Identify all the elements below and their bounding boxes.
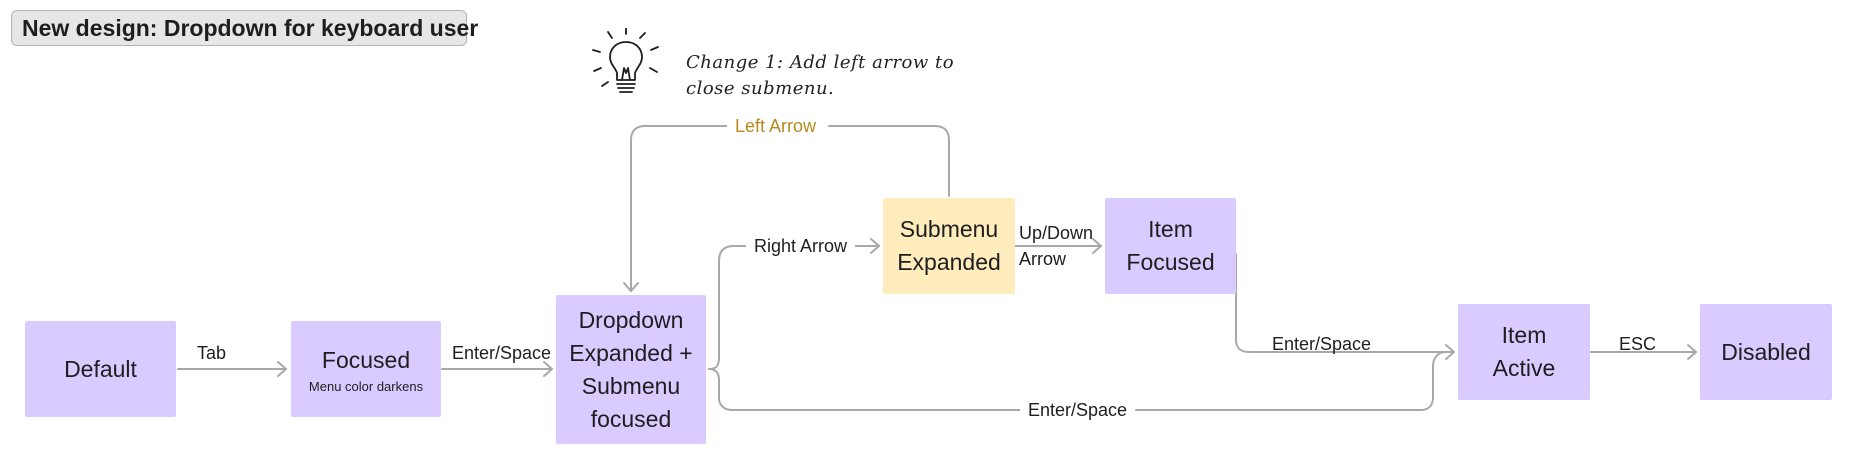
edge-right-arrow bbox=[708, 245, 748, 370]
edge-label-up-down: Up/Down Arrow bbox=[1019, 223, 1094, 269]
state-submenu-label: Submenu Expanded bbox=[897, 216, 1001, 275]
edge-label-left-arrow: Left Arrow bbox=[727, 115, 825, 137]
state-disabled: Disabled bbox=[1700, 304, 1832, 400]
diagram-title: New design: Dropdown for keyboard user bbox=[11, 10, 478, 46]
state-default: Default bbox=[25, 321, 176, 417]
edge-enter-space-2 bbox=[1235, 253, 1455, 353]
state-item-focused-label: Item Focused bbox=[1126, 216, 1215, 275]
state-default-label: Default bbox=[64, 355, 137, 382]
state-dropdown-label: Dropdown Expanded + Submenu focused bbox=[569, 306, 693, 432]
edge-label-right-arrow: Right Arrow bbox=[746, 235, 856, 257]
state-item-active-label: Item Active bbox=[1492, 322, 1556, 381]
edge-label-tab: Tab bbox=[197, 343, 227, 363]
edge-label-esc: ESC bbox=[1619, 334, 1657, 354]
edge-left-arrow bbox=[828, 125, 950, 197]
change-note: Change 1: Add left arrow to close submen… bbox=[686, 52, 955, 99]
state-item-focused: Item Focused bbox=[1105, 198, 1236, 294]
lightbulb-icon bbox=[592, 28, 659, 93]
state-focused-label: Focused bbox=[321, 346, 411, 373]
state-submenu-expanded: Submenu Expanded bbox=[883, 198, 1015, 294]
state-focused-sublabel: Menu color darkens bbox=[308, 378, 424, 394]
state-dropdown-expanded: Dropdown Expanded + Submenu focused bbox=[556, 295, 706, 444]
edge-label-enter-space-1: Enter/Space bbox=[452, 343, 552, 363]
state-focused: Focused Menu color darkens bbox=[291, 321, 441, 417]
state-item-active: Item Active bbox=[1458, 304, 1590, 400]
edge-enter-space-3 bbox=[708, 368, 1021, 411]
edge-label-enter-space-3: Enter/Space bbox=[1020, 399, 1136, 421]
edge-label-enter-space-2: Enter/Space bbox=[1272, 334, 1372, 354]
state-disabled-label: Disabled bbox=[1721, 338, 1811, 365]
